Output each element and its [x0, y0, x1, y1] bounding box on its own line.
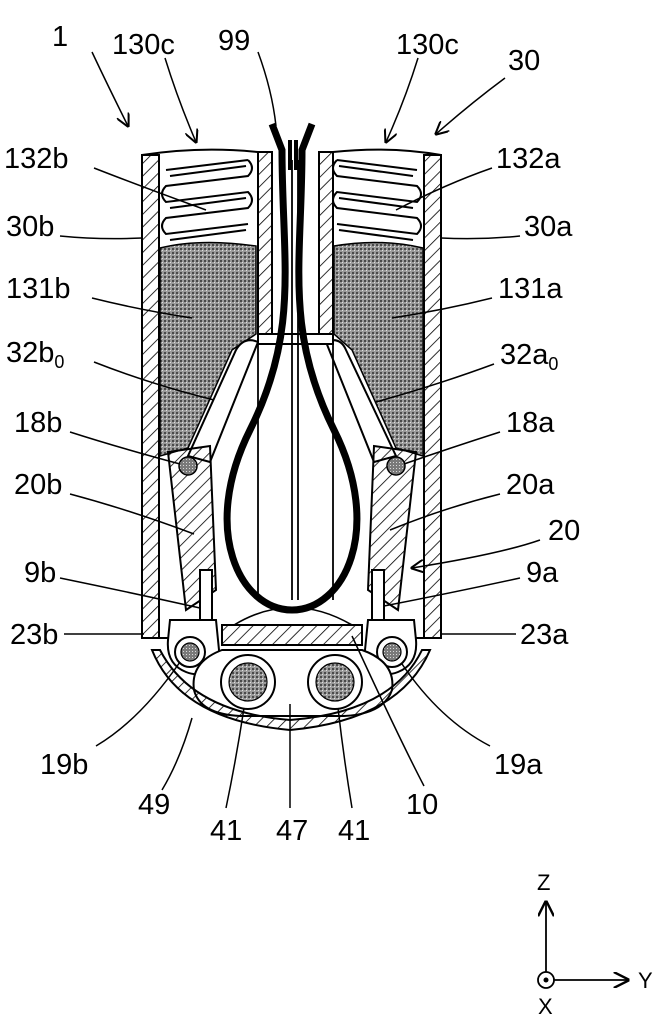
label-30: 30	[508, 45, 540, 77]
left-outer-wall	[141, 154, 160, 639]
link-arms	[186, 333, 398, 464]
label-9b: 9b	[24, 557, 56, 589]
center-left-wall	[257, 151, 273, 335]
label-19b: 19b	[40, 749, 88, 781]
label-131b: 131b	[6, 273, 71, 305]
label-99: 99	[218, 25, 250, 57]
label-32b0: 32b0	[6, 337, 64, 372]
label-30b: 30b	[6, 211, 54, 243]
label-10: 10	[406, 789, 438, 821]
label-23b: 23b	[10, 619, 58, 651]
spring-right	[332, 159, 422, 241]
label-132a: 132a	[496, 143, 561, 175]
spring-left	[161, 159, 253, 241]
label-20b: 20b	[14, 469, 62, 501]
z-axis-label: Z	[537, 870, 550, 895]
label-41-right: 41	[338, 815, 370, 847]
plate-10	[221, 624, 363, 646]
inner-guides	[257, 160, 334, 600]
label-20: 20	[548, 515, 580, 547]
label-20a: 20a	[506, 469, 555, 501]
label-1: 1	[52, 21, 68, 53]
label-32a0: 32a0	[500, 339, 558, 374]
center-right-wall	[318, 151, 334, 335]
weight-block-left	[159, 241, 257, 457]
right-outer-wall	[423, 154, 442, 639]
reference-labels: 1 130c 99 130c 30 132b 132a 30b 30a 131b…	[4, 21, 580, 847]
pivot-left	[178, 456, 198, 476]
pivot-right	[386, 456, 406, 476]
cable-loop-99	[223, 122, 361, 614]
post-left	[199, 569, 213, 623]
label-47: 47	[276, 815, 308, 847]
label-130c-right: 130c	[396, 29, 459, 61]
label-23a: 23a	[520, 619, 569, 651]
label-19a: 19a	[494, 749, 543, 781]
post-right	[371, 569, 385, 623]
label-18a: 18a	[506, 407, 555, 439]
weight-block-right	[333, 241, 424, 458]
coordinate-axes: Z Y X	[537, 870, 653, 1019]
leader-lines	[59, 51, 541, 809]
label-18b: 18b	[14, 407, 62, 439]
label-30a: 30a	[524, 211, 573, 243]
label-130c-left: 130c	[112, 29, 175, 61]
x-axis-label: X	[538, 994, 553, 1019]
label-41-left: 41	[210, 815, 242, 847]
label-131a: 131a	[498, 273, 563, 305]
label-132b: 132b	[4, 143, 69, 175]
y-axis-label: Y	[638, 968, 653, 993]
label-49: 49	[138, 789, 170, 821]
link-arm-left	[186, 339, 260, 464]
label-9a: 9a	[526, 557, 559, 589]
